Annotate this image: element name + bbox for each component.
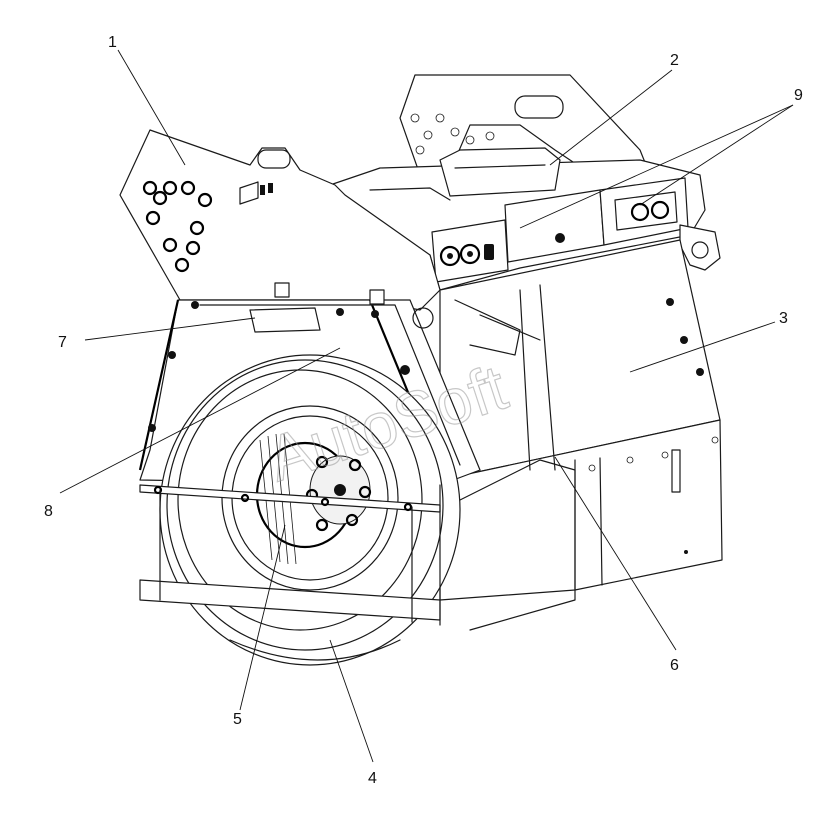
- leader-8: [59, 347, 341, 494]
- leader-lines: [59, 49, 794, 763]
- side-panel: [439, 239, 723, 601]
- leader-4: [329, 639, 374, 763]
- side-linkage: [412, 284, 556, 471]
- leader-7: [84, 317, 256, 341]
- callout-5: 5: [233, 711, 242, 728]
- lifting-eye: [679, 224, 721, 271]
- leader-9a: [519, 104, 794, 229]
- callout-2: 2: [670, 52, 679, 69]
- leader-2: [549, 69, 673, 166]
- leader-6: [554, 456, 677, 651]
- leader-3: [629, 321, 776, 373]
- callout-4: 4: [368, 770, 377, 787]
- callout-9: 9: [794, 87, 803, 104]
- leader-9b: [639, 104, 794, 206]
- callout-6: 6: [670, 657, 679, 674]
- leader-1: [117, 49, 186, 166]
- callout-labels: 1 2 3 4 5 6 7 8 9: [44, 34, 803, 787]
- scraper-bar: [139, 484, 441, 626]
- control-box-left: [431, 219, 509, 283]
- callout-1: 1: [108, 34, 117, 51]
- callout-3: 3: [779, 310, 788, 327]
- callout-8: 8: [44, 503, 53, 520]
- leader-5: [239, 524, 286, 711]
- callout-7: 7: [58, 334, 67, 351]
